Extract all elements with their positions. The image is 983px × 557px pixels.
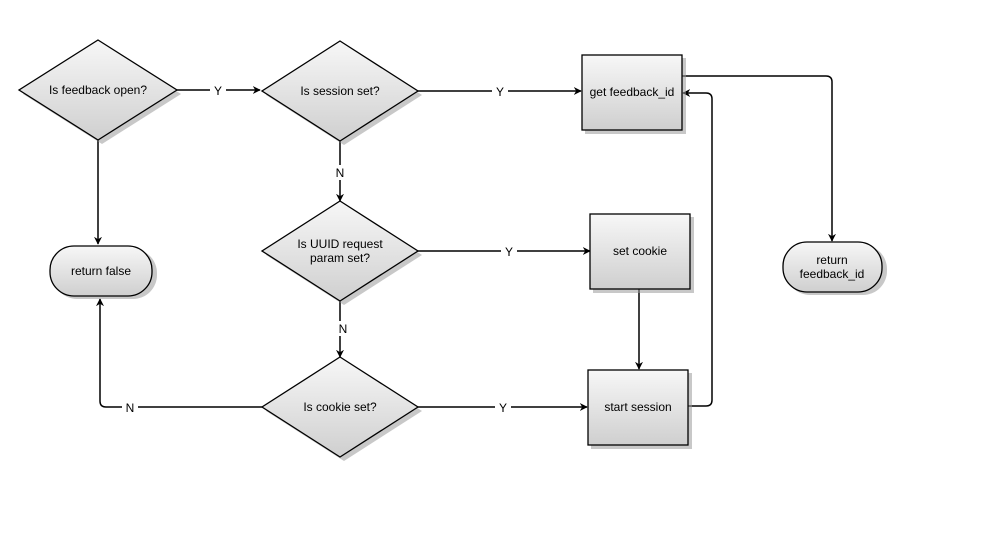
- process-set-cookie: set cookie: [589, 213, 694, 293]
- edge-label-cookie-set-yes: Y: [499, 401, 507, 415]
- edge-label-cookie-set-no: N: [126, 401, 135, 415]
- edge-label-session-set-yes: Y: [496, 85, 504, 99]
- decision-is-cookie-set: Is cookie set?: [260, 356, 422, 461]
- decision-is-session-set-label: Is session set?: [300, 84, 380, 98]
- decision-is-cookie-set-label: Is cookie set?: [303, 400, 377, 414]
- is-cookie-set-line-1: Is cookie set?: [303, 400, 377, 414]
- edge-labels: Y Y N Y N Y N: [122, 83, 517, 415]
- process-start-session: start session: [587, 369, 692, 449]
- return-false-line-1: return false: [71, 264, 131, 278]
- decision-is-feedback-open-label: Is feedback open?: [49, 83, 147, 97]
- is-uuid-request-param-set-line-2: param set?: [310, 251, 370, 265]
- edges: [94, 75, 836, 411]
- edge-label-uuid-param-yes: Y: [505, 245, 513, 259]
- get-feedback-id-line-1: get feedback_id: [590, 85, 675, 99]
- process-start-session-label: start session: [604, 400, 671, 414]
- is-session-set-line-1: Is session set?: [300, 84, 380, 98]
- edge-start-session-to-get-feedback-id: [682, 89, 713, 407]
- edge-cookie-set-no: [96, 298, 262, 408]
- return-feedback-id-line-2: feedback_id: [800, 267, 865, 281]
- decision-is-feedback-open: Is feedback open?: [17, 39, 181, 144]
- process-get-feedback-id: get feedback_id: [581, 54, 686, 134]
- terminal-return-false: return false: [49, 245, 157, 299]
- process-get-feedback-id-label: get feedback_id: [590, 85, 675, 99]
- process-set-cookie-label: set cookie: [613, 244, 667, 258]
- set-cookie-line-1: set cookie: [613, 244, 667, 258]
- terminal-return-false-label: return false: [71, 264, 131, 278]
- edge-label-feedback-open-yes: Y: [214, 84, 222, 98]
- return-feedback-id-line-1: return: [816, 253, 847, 267]
- is-feedback-open-line-1: Is feedback open?: [49, 83, 147, 97]
- edge-get-feedback-id-to-return: [682, 75, 836, 242]
- decision-is-session-set: Is session set?: [260, 40, 422, 145]
- start-session-line-1: start session: [604, 400, 671, 414]
- is-uuid-request-param-set-line-1: Is UUID request: [297, 237, 383, 251]
- edge-label-session-set-no: N: [336, 166, 345, 180]
- edge-label-uuid-param-no: N: [339, 322, 348, 336]
